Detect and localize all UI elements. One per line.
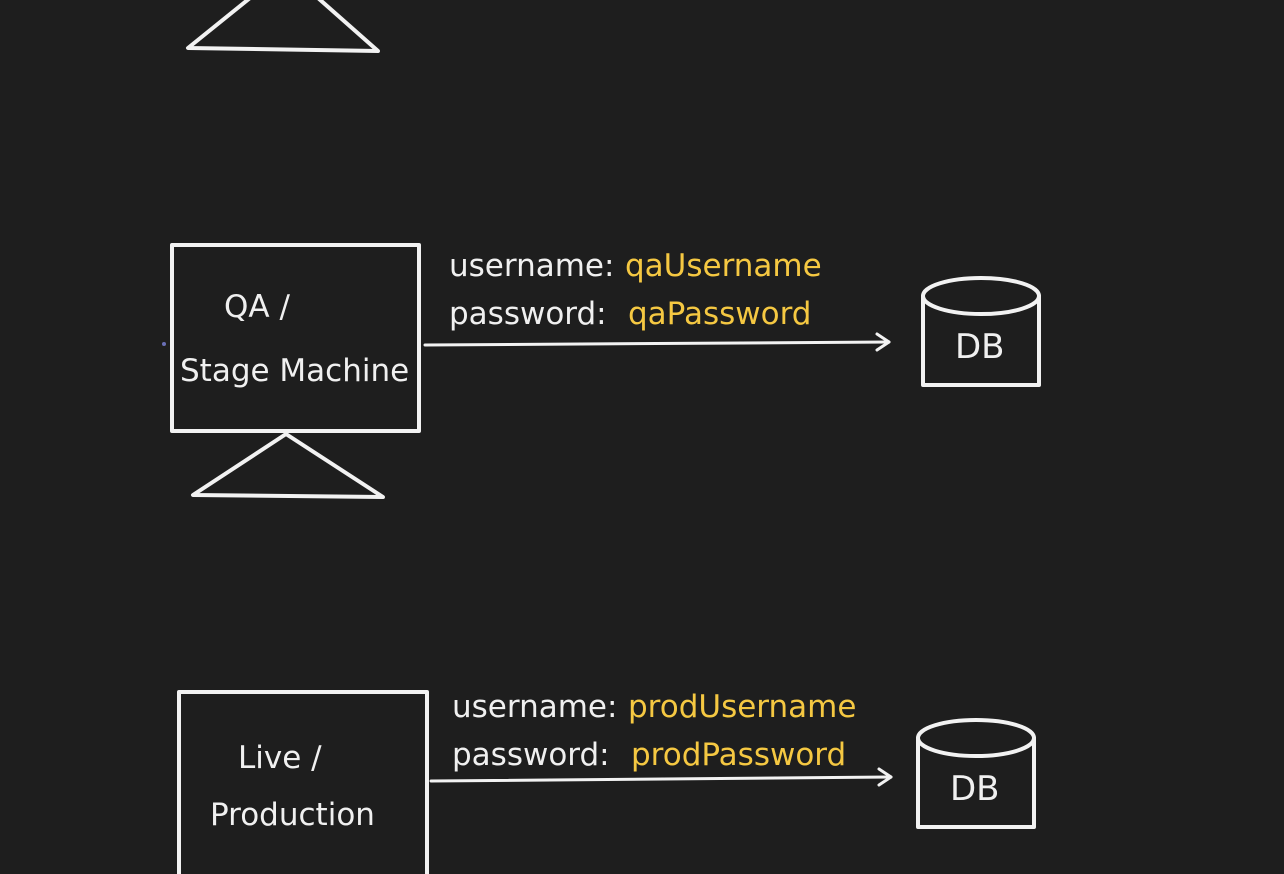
production-machine-label-line1: Live / bbox=[238, 740, 322, 776]
qa-monitor-stand bbox=[191, 432, 385, 499]
production-username-label: username: bbox=[452, 689, 617, 725]
qa-stage-machine: QA / Stage Machine bbox=[162, 243, 421, 499]
qa-credentials: username: qaUsername password: qaPasswor… bbox=[449, 248, 822, 332]
production-connection-arrow bbox=[429, 767, 893, 787]
production-machine: Live / Production bbox=[177, 690, 429, 874]
production-username-value: prodUsername bbox=[628, 689, 856, 725]
qa-monitor-screen bbox=[170, 243, 421, 433]
qa-database-label: DB bbox=[955, 327, 1005, 367]
production-database-label: DB bbox=[950, 769, 1000, 809]
production-monitor-screen bbox=[177, 690, 429, 874]
qa-connection-arrow bbox=[423, 332, 891, 352]
top-monitor-stand-partial bbox=[186, 0, 380, 53]
qa-username-value: qaUsername bbox=[625, 248, 822, 284]
production-credentials: username: prodUsername password: prodPas… bbox=[452, 689, 856, 773]
qa-password-value: qaPassword bbox=[628, 296, 811, 332]
small-dot bbox=[162, 342, 166, 346]
qa-database-icon bbox=[921, 294, 1041, 387]
production-machine-label-line2: Production bbox=[210, 797, 375, 833]
production-password-value: prodPassword bbox=[631, 737, 846, 773]
qa-machine-label-line1: QA / bbox=[224, 289, 290, 325]
qa-password-label: password: bbox=[449, 296, 607, 332]
production-password-label: password: bbox=[452, 737, 610, 773]
production-database: DB bbox=[916, 718, 1036, 829]
production-database-icon bbox=[916, 736, 1036, 829]
qa-username-label: username: bbox=[449, 248, 614, 284]
qa-machine-label-line2: Stage Machine bbox=[180, 353, 409, 389]
qa-database: DB bbox=[921, 276, 1041, 387]
